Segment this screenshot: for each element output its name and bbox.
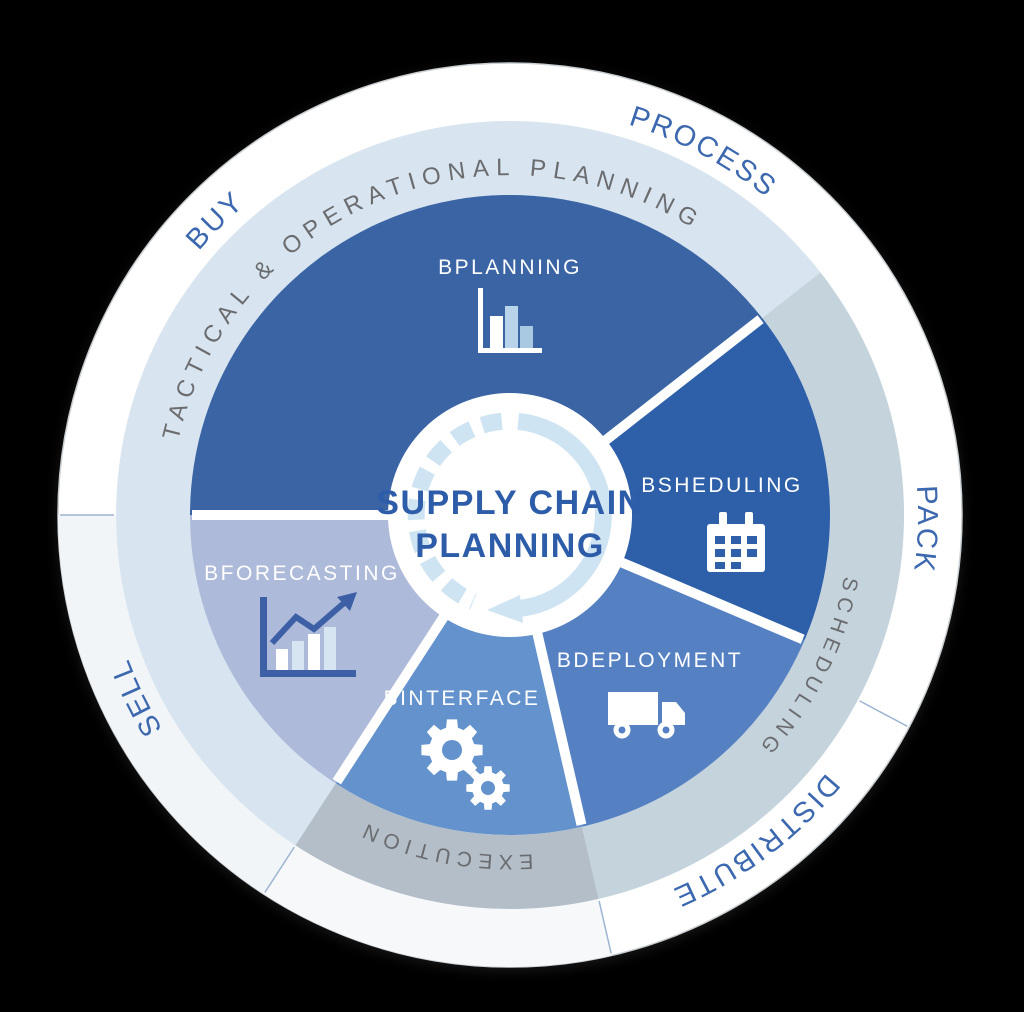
segment-divider xyxy=(611,554,805,644)
outer-ring-separator xyxy=(598,900,612,954)
outer-ring-sector-sell xyxy=(57,515,296,895)
ring-section-scheduling xyxy=(582,272,905,899)
segment-planning xyxy=(190,194,763,515)
trend-arrowhead xyxy=(337,592,357,611)
cycle-dashed-arc-icon xyxy=(407,412,503,610)
outer-ring-separator xyxy=(859,700,908,727)
outer-label-pack: PACK xyxy=(907,485,940,576)
trend-line xyxy=(269,600,346,646)
cycle-arrow-icon xyxy=(487,595,523,623)
truck-icon xyxy=(608,692,685,739)
growth-axes xyxy=(260,597,356,677)
segment-label-deployment: BDEPLOYMENT xyxy=(557,649,743,672)
center-title-line1: SUPPLY CHAIN xyxy=(376,484,643,522)
outer-ring-separator xyxy=(264,846,295,893)
calendar-grid xyxy=(715,536,757,569)
gear-holes xyxy=(442,740,495,795)
ring-section-execution xyxy=(295,783,599,909)
growth-chart-icon xyxy=(260,592,357,677)
segment-label-interface: BINTERFACE xyxy=(384,687,541,710)
segment-divider xyxy=(530,622,587,826)
cycle-solid-arc-icon xyxy=(512,412,612,618)
truck-wheel-hubs xyxy=(618,726,670,734)
outer-ring-sector-bottom xyxy=(263,845,612,968)
center-title-line2: PLANNING xyxy=(415,527,605,565)
svg-text:PACK: PACK xyxy=(907,485,943,576)
segment-label-planning: BPLANNING xyxy=(438,256,582,279)
calendar-icon xyxy=(707,512,765,572)
gears-icon xyxy=(421,719,510,810)
segment-label-scheduling: BSHEDULING xyxy=(641,474,803,497)
bar-chart-icon xyxy=(478,288,542,353)
segment-label-forecasting: BFORECASTING xyxy=(204,562,400,585)
segment-divider xyxy=(595,315,764,450)
segment-divider xyxy=(332,606,454,785)
